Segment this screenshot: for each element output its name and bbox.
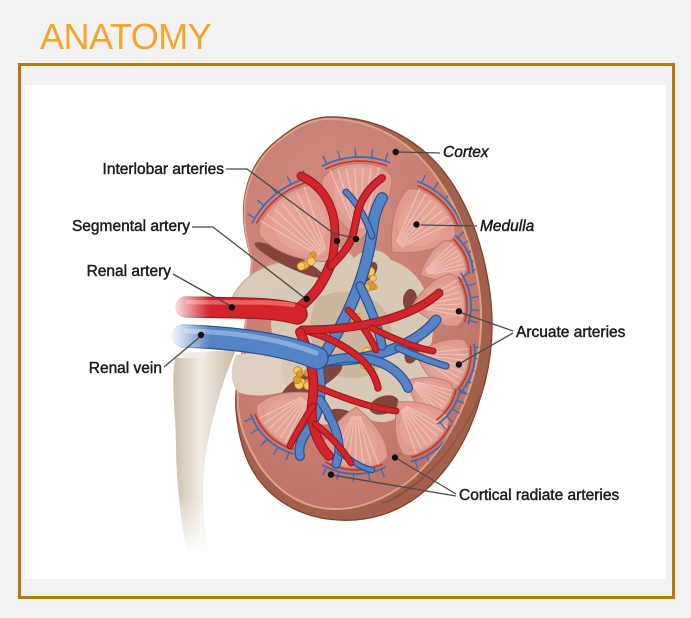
svg-text:Cortical radiate arteries: Cortical radiate arteries xyxy=(459,487,619,504)
svg-text:Renal vein: Renal vein xyxy=(89,360,162,377)
svg-text:Cortex: Cortex xyxy=(443,144,490,161)
svg-text:Arcuate arteries: Arcuate arteries xyxy=(516,324,626,341)
svg-text:Renal artery: Renal artery xyxy=(87,263,172,280)
svg-text:Interlobar arteries: Interlobar arteries xyxy=(103,161,225,178)
svg-text:Segmental artery: Segmental artery xyxy=(72,218,190,235)
svg-text:Medulla: Medulla xyxy=(480,218,535,235)
